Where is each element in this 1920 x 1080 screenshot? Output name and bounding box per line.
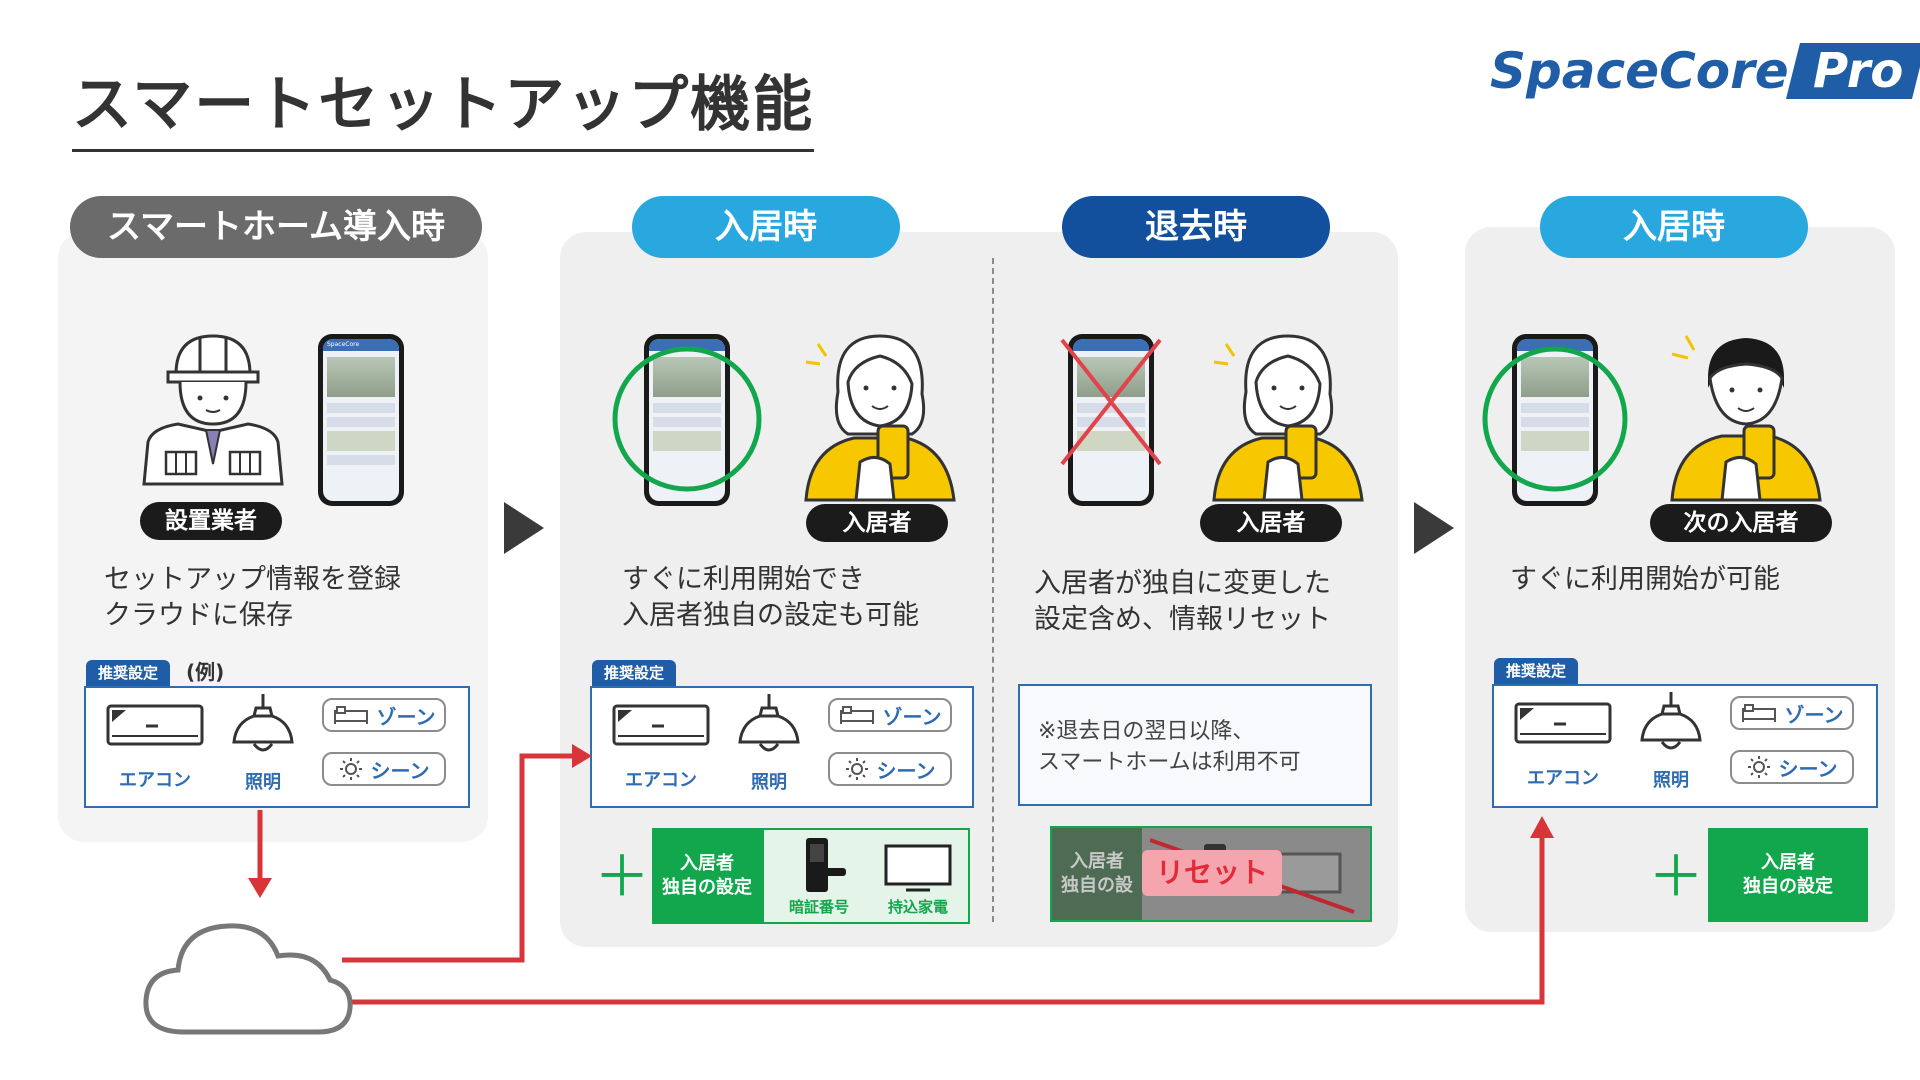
- scene-chip: シーン: [1730, 750, 1854, 784]
- sun-icon: [339, 758, 362, 780]
- tv-icon: [884, 844, 952, 892]
- next-resident-man-icon: [1670, 335, 1822, 502]
- air-conditioner-icon: [106, 704, 204, 746]
- resident-woman-icon: [1212, 334, 1364, 502]
- next-arrow-icon: [1414, 502, 1454, 554]
- scene-chip: シーン: [828, 752, 952, 786]
- role-resident: 入居者: [1200, 504, 1342, 542]
- desc-setup-1: セットアップ情報を登録: [104, 564, 401, 595]
- ceiling-light-icon: [232, 694, 294, 752]
- cross-mark-icon: [1060, 338, 1162, 466]
- recommended-tab: 推奨設定: [592, 660, 677, 686]
- aircon-label: エアコン: [119, 770, 191, 791]
- desc-setup-2: クラウドに保存: [104, 600, 293, 631]
- divider-dashed: [992, 258, 994, 922]
- bed-icon: [839, 706, 874, 724]
- custom-settings-label: 入居者独自の設定: [652, 828, 762, 924]
- zone-chip: ゾーン: [1730, 696, 1854, 730]
- role-resident: 入居者: [806, 504, 948, 542]
- plus-icon: ＋: [594, 845, 650, 910]
- role-next-resident: 次の入居者: [1650, 504, 1832, 542]
- example-label: (例): [186, 660, 225, 684]
- desc-move-out-1: 入居者が独自に変更した: [1034, 568, 1331, 599]
- sun-icon: [1747, 756, 1770, 778]
- bed-icon: [1741, 704, 1776, 722]
- cloud-icon: [143, 923, 353, 1035]
- bed-icon: [333, 706, 368, 724]
- recommended-settings: エアコン 照明 ゾーン: [84, 686, 466, 804]
- reset-badge: リセット: [1142, 850, 1283, 896]
- light-label: 照明: [245, 772, 281, 793]
- pin-label: 暗証番号: [788, 898, 849, 916]
- heading-move-out: 退去時: [1062, 196, 1330, 258]
- sun-icon: [845, 758, 868, 780]
- recommended-settings: エアコン 照明 ゾーン: [1492, 684, 1874, 802]
- move-out-note: ※退去日の翌日以降、スマートホームは利用不可: [1018, 684, 1372, 806]
- page-title: スマートセットアップ機能: [72, 56, 815, 152]
- smartphone-icon: [644, 334, 730, 506]
- smartphone-icon: [1512, 334, 1598, 506]
- installer-person-icon: [142, 334, 284, 486]
- door-lock-icon: [806, 838, 846, 892]
- brand-name: SpaceCore: [1490, 42, 1789, 100]
- zone-chip: ゾーン: [828, 698, 952, 732]
- light-label: 照明: [1653, 770, 1689, 791]
- desc-move-in-2: 入居者独自の設定も可能: [622, 600, 919, 631]
- resident-woman-icon: [804, 334, 956, 502]
- light-label: 照明: [751, 772, 787, 793]
- desc-move-out-2: 設定含め、情報リセット: [1034, 604, 1331, 635]
- smartphone-icon: [1068, 334, 1154, 506]
- scene-chip: シーン: [322, 752, 446, 786]
- appliance-label: 持込家電: [887, 898, 948, 916]
- custom-settings-label: 入居者独自の設定: [1708, 828, 1868, 922]
- next-arrow-icon: [504, 502, 544, 554]
- desc-move-in-1: すぐに利用開始でき: [622, 564, 865, 595]
- aircon-label: エアコン: [625, 770, 697, 791]
- recommended-tab: 推奨設定: [1494, 658, 1579, 684]
- aircon-label: エアコン: [1527, 768, 1599, 789]
- heading-setup: スマートホーム導入時: [70, 196, 482, 258]
- faded-custom-label: 入居者独自の設: [1052, 828, 1142, 920]
- role-installer: 設置業者: [140, 502, 282, 540]
- zone-chip: ゾーン: [322, 698, 446, 732]
- air-conditioner-icon: [612, 704, 710, 746]
- ceiling-light-icon: [738, 694, 800, 752]
- heading-next-move-in: 入居時: [1540, 196, 1808, 258]
- plus-icon: ＋: [1648, 845, 1704, 910]
- recommended-tab: 推奨設定: [86, 660, 171, 686]
- air-conditioner-icon: [1514, 702, 1612, 744]
- heading-move-in: 入居時: [632, 196, 900, 258]
- smartphone-icon: SpaceCore: [318, 334, 404, 506]
- ok-circle-icon: [612, 346, 762, 492]
- ceiling-light-icon: [1640, 692, 1702, 750]
- ok-circle-icon: [1482, 346, 1628, 492]
- desc-next-move-in: すぐに利用開始が可能: [1510, 564, 1780, 595]
- recommended-settings: エアコン 照明 ゾーン: [590, 686, 972, 804]
